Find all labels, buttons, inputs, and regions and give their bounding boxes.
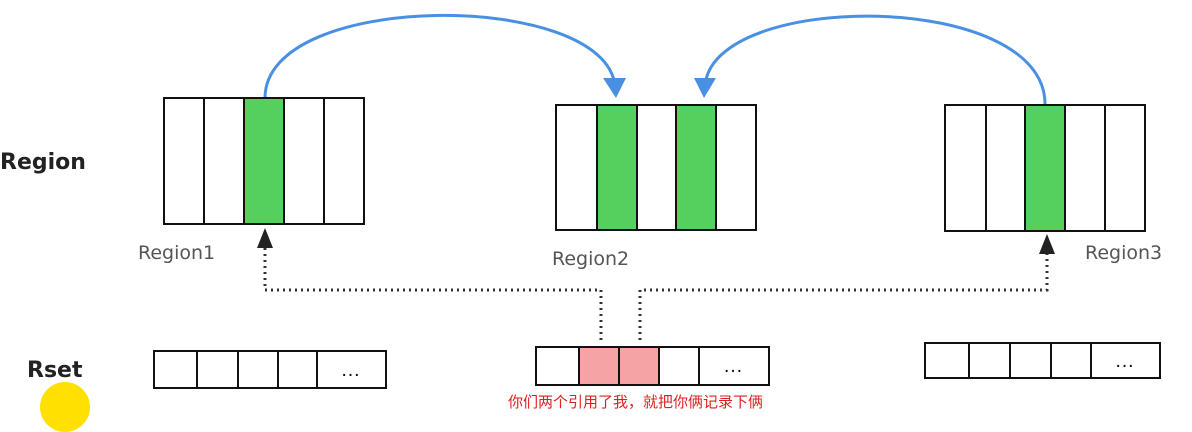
rset-row-label: Rset: [27, 358, 83, 383]
region3-card: [1104, 104, 1146, 232]
rset1-slot: [153, 350, 198, 389]
region1-card: [283, 97, 325, 225]
rset2-slot-region1-ref: [578, 346, 620, 386]
rset2-slot: [658, 346, 700, 386]
region3-label: Region3: [1085, 242, 1163, 264]
region3-card: [944, 104, 987, 232]
rset-pointer-region3: [638, 252, 1049, 340]
rset1-slot: [196, 350, 239, 389]
region2-label: Region2: [552, 248, 630, 270]
rset1-slot: [237, 350, 279, 389]
region2-card: [555, 104, 598, 231]
arrows-layer: [257, 14, 1055, 340]
rset2-more-slot: …: [698, 346, 770, 386]
region1-card-referenced: [243, 97, 285, 225]
rset2-slot: [535, 346, 580, 386]
region1-card: [163, 97, 205, 225]
region1-block: [163, 97, 365, 225]
ellipsis-icon: …: [723, 355, 745, 377]
region3-card: [1064, 104, 1106, 232]
rset3-slot: [1050, 342, 1092, 379]
region2-block: [555, 104, 757, 231]
region1-card: [323, 97, 365, 225]
rset3-slot: [1009, 342, 1052, 379]
caption-text: 你们两个引用了我，就把你俩记录下俩: [508, 393, 764, 411]
region3-block: [944, 104, 1146, 232]
region2-card: [636, 104, 677, 231]
region3-card: [985, 104, 1026, 232]
rset-pointer-region3-head: [1039, 234, 1055, 254]
reference-arrow-region1-to-region2: [263, 14, 617, 99]
rset3-slot: [924, 342, 970, 379]
region-row-label: Region: [0, 150, 86, 175]
rset2-slot-region3-ref: [618, 346, 660, 386]
rset3-slot: [968, 342, 1011, 379]
region1-label: Region1: [138, 242, 216, 264]
ellipsis-icon: …: [1114, 350, 1137, 372]
rset3-more-slot: …: [1090, 342, 1161, 379]
region2-card: [715, 104, 757, 231]
rset3-block: …: [924, 342, 1161, 379]
rset1-block: …: [153, 350, 387, 389]
region2-card-referenced: [675, 104, 717, 231]
rset1-slot: [277, 350, 318, 389]
region2-card-referenced: [596, 104, 638, 231]
rset2-block: …: [535, 346, 770, 386]
reference-arrow-region3-to-region2: [703, 14, 1047, 105]
ellipsis-icon: …: [340, 359, 363, 381]
arrowhead-region2-left: [603, 78, 626, 98]
rset-pointer-region1: [263, 246, 603, 340]
arrowhead-region2-right: [694, 78, 716, 98]
rset-pointer-region1-head: [257, 228, 273, 248]
region1-card: [203, 97, 245, 225]
region3-card-referenced: [1024, 104, 1066, 232]
rset1-more-slot: …: [316, 350, 387, 389]
